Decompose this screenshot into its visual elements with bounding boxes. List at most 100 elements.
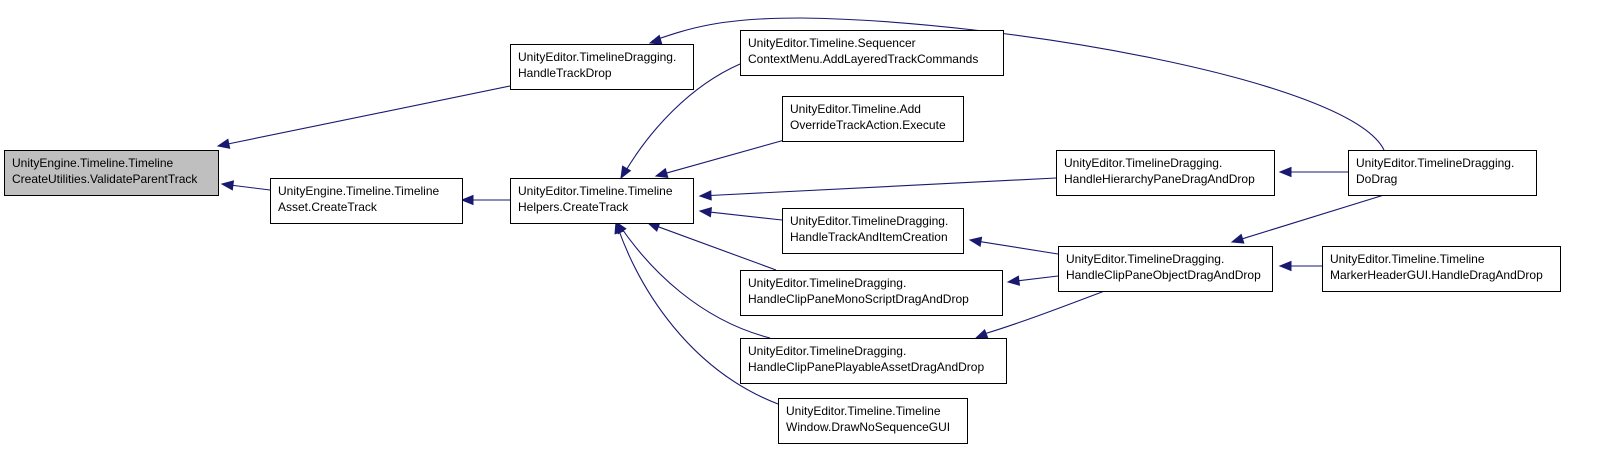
edge-handle_mono_script-to-helpers_create_track <box>646 222 777 271</box>
node-label-line-1: UnityEditor.Timeline.Timeline <box>518 184 673 198</box>
node-handle-clip-pane-playable-asset[interactable]: UnityEditor.TimelineDragging. HandleClipP… <box>740 338 1007 384</box>
node-timeline-asset-create-track[interactable]: UnityEngine.Timeline.TimelineAsset.Creat… <box>270 178 463 224</box>
arrowhead <box>1278 166 1292 178</box>
node-handle-clip-pane-object[interactable]: UnityEditor.TimelineDragging. HandleClipP… <box>1058 246 1273 292</box>
edge-line <box>1017 275 1059 282</box>
node-box <box>1348 150 1537 196</box>
node-box <box>778 398 968 444</box>
node-sequencer-context-menu[interactable]: UnityEditor.Timeline.SequencerContextMen… <box>740 30 1004 76</box>
edge-handle_hierarchy_pane-to-helpers_create_track <box>698 177 1057 201</box>
edge-do_drag-to-handle_clip_pane_object <box>1230 194 1385 244</box>
edge-marker_header_gui-to-handle_clip_pane_object <box>1278 260 1322 272</box>
node-box <box>270 178 463 224</box>
node-label-line-2: HandleHierarchyPaneDragAndDrop <box>1064 172 1255 186</box>
node-label-line-1: UnityEditor.TimelineDragging. <box>518 50 676 64</box>
edge-sequencer_context_menu-to-helpers_create_track <box>620 63 741 180</box>
node-handle-track-and-item-creation[interactable]: UnityEditor.TimelineDragging. HandleTrack… <box>782 208 964 254</box>
edge-line <box>979 241 1059 255</box>
node-label-line-2: HandleClipPaneObjectDragAndDrop <box>1066 268 1261 282</box>
edge-do_drag-to-handle_track_drop <box>648 17 1385 151</box>
node-label-line-2: HandleClipPanePlayableAssetDragAndDrop <box>748 360 984 374</box>
node-box <box>740 338 1007 384</box>
node-handle-clip-pane-mono-script[interactable]: UnityEditor.TimelineDragging. HandleClipP… <box>740 270 1003 316</box>
edge-line <box>709 211 783 221</box>
node-label-line-1: UnityEditor.Timeline.Timeline <box>1330 252 1485 266</box>
node-validate-parent-track: UnityEngine.Timeline.TimelineCreateUtili… <box>4 150 219 196</box>
node-label-line-2: MarkerHeaderGUI.HandleDragAndDrop <box>1330 268 1543 282</box>
edge-line <box>231 184 271 191</box>
arrowhead <box>220 180 235 191</box>
node-box <box>740 270 1003 316</box>
edge-line <box>619 225 771 339</box>
node-label-line-2: OverrideTrackAction.Execute <box>790 118 946 132</box>
node-label-line-1: UnityEditor.Timeline.Timeline <box>786 404 941 418</box>
edges-layer <box>216 17 1385 405</box>
node-handle-track-drop[interactable]: UnityEditor.TimelineDragging. HandleTrack… <box>510 44 694 90</box>
arrowhead <box>698 207 713 218</box>
node-label-line-1: UnityEditor.Timeline.Add <box>790 102 921 116</box>
node-box <box>4 150 219 196</box>
node-timeline-helpers-create-track[interactable]: UnityEditor.Timeline.TimelineHelpers.Cre… <box>510 178 694 224</box>
edge-helpers_create_track-to-asset_create_track <box>460 194 510 206</box>
edge-handle_clip_pane_object-to-handle_mono_script <box>1006 275 1059 286</box>
node-label-line-2: CreateUtilities.ValidateParentTrack <box>12 172 198 186</box>
node-marker-header-gui[interactable]: UnityEditor.Timeline.TimelineMarkerHeade… <box>1322 246 1561 292</box>
edge-handle_track_and_item-to-helpers_create_track <box>698 207 783 221</box>
node-label-line-1: UnityEditor.TimelineDragging. <box>748 276 906 290</box>
node-label-line-1: UnityEditor.Timeline.Sequencer <box>748 36 916 50</box>
node-box <box>782 96 964 142</box>
node-label-line-1: UnityEditor.TimelineDragging. <box>1064 156 1222 170</box>
node-draw-no-sequence-gui[interactable]: UnityEditor.Timeline.TimelineWindow.Draw… <box>778 398 968 444</box>
edge-line <box>617 227 779 405</box>
node-label-line-2: Asset.CreateTrack <box>278 200 378 214</box>
arrowhead <box>698 190 712 201</box>
node-label-line-1: UnityEditor.TimelineDragging. <box>748 344 906 358</box>
node-box <box>1056 150 1275 196</box>
node-label-line-2: ContextMenu.AddLayeredTrackCommands <box>748 52 978 66</box>
node-box <box>1058 246 1273 292</box>
edge-line <box>1241 194 1385 240</box>
arrowhead <box>460 194 474 206</box>
arrowhead <box>1006 275 1021 286</box>
arrowhead <box>620 165 632 180</box>
node-label-line-1: UnityEngine.Timeline.Timeline <box>278 184 440 198</box>
node-do-drag[interactable]: UnityEditor.TimelineDragging. DoDrag <box>1348 150 1537 196</box>
node-box <box>1322 246 1561 292</box>
arrowhead <box>654 167 669 178</box>
arrowhead <box>614 220 625 235</box>
edge-line <box>657 225 777 271</box>
edge-line <box>983 285 1119 335</box>
edge-handle_track_drop-to-validate_parent_track <box>216 85 511 149</box>
edge-handle_clip_pane_object-to-handle_track_and_item <box>968 236 1059 255</box>
node-label-line-2: HandleClipPaneMonoScriptDragAndDrop <box>748 292 969 306</box>
arrowhead <box>1230 233 1245 244</box>
arrowhead <box>974 328 989 339</box>
node-box <box>510 44 694 90</box>
edge-do_drag-to-handle_hierarchy_pane <box>1278 166 1348 178</box>
node-add-override-track-action[interactable]: UnityEditor.Timeline.AddOverrideTrackAct… <box>782 96 964 142</box>
edge-line <box>651 17 1385 151</box>
edge-line <box>624 63 741 173</box>
node-label-line-1: UnityEditor.TimelineDragging. <box>790 214 948 228</box>
edge-draw_no_sequence-to-helpers_create_track <box>614 220 779 405</box>
node-label-line-2: DoDrag <box>1356 172 1397 186</box>
node-label-line-1: UnityEditor.TimelineDragging. <box>1066 252 1224 266</box>
arrowhead <box>648 34 663 45</box>
node-label-line-1: UnityEditor.TimelineDragging. <box>1356 156 1514 170</box>
edge-line <box>709 177 1057 197</box>
nodes-layer: UnityEngine.Timeline.TimelineCreateUtili… <box>4 30 1561 444</box>
node-label-line-2: Window.DrawNoSequenceGUI <box>786 420 950 434</box>
node-box <box>510 178 694 224</box>
node-handle-hierarchy-pane[interactable]: UnityEditor.TimelineDragging. HandleHiera… <box>1056 150 1275 196</box>
node-label-line-1: UnityEngine.Timeline.Timeline <box>12 156 174 170</box>
node-label-line-2: HandleTrackDrop <box>518 66 612 80</box>
edge-asset_create_track-to-validate_parent_track <box>220 180 271 191</box>
node-box <box>740 30 1004 76</box>
arrowhead <box>1278 260 1292 272</box>
node-label-line-2: HandleTrackAndItemCreation <box>790 230 948 244</box>
arrowhead <box>968 236 983 247</box>
arrowhead <box>216 138 231 149</box>
node-box <box>782 208 964 254</box>
node-label-line-2: Helpers.CreateTrack <box>518 200 629 214</box>
